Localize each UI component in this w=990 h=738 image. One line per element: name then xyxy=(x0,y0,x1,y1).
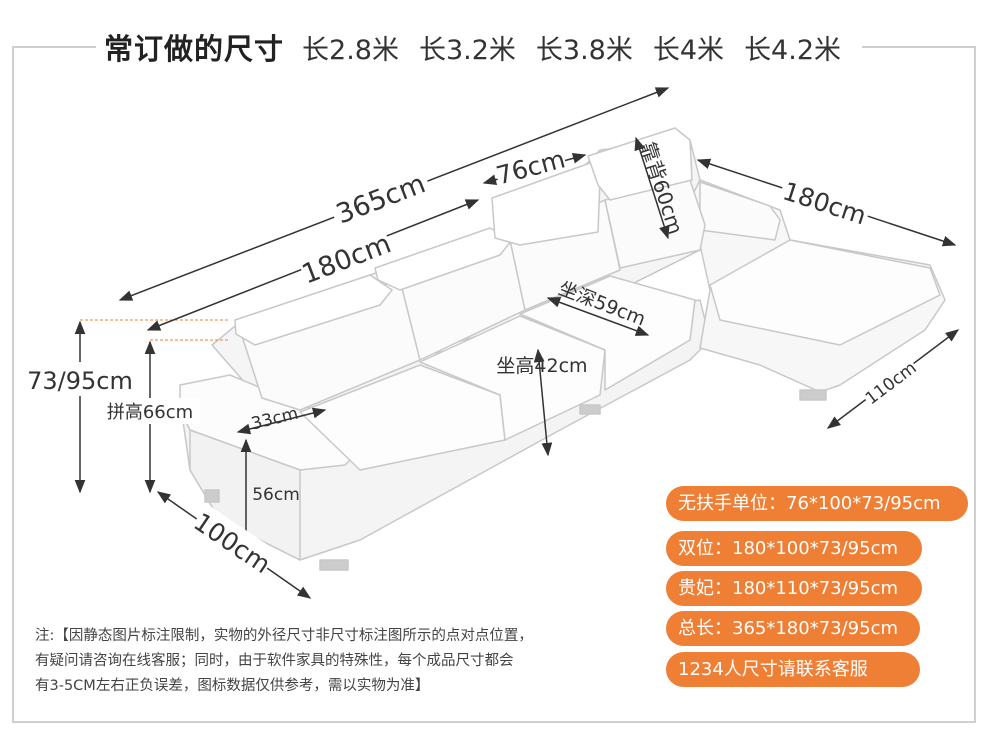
spec-contact-service: 1234人尺寸请联系客服 xyxy=(666,652,920,687)
outer-frame xyxy=(12,47,976,723)
header-title: 常订做的尺寸 xyxy=(104,32,285,66)
dim-line-backrest-height xyxy=(634,136,670,240)
size-option-4-2m: 长4.2米 xyxy=(744,34,842,66)
label-seat-height: 坐高42cm xyxy=(496,355,587,377)
frame-top-right xyxy=(862,46,976,48)
note-line-1: 注:【因静态图片标注限制，实物的外径尺寸非尺寸标注图所示的点对点位置， xyxy=(35,628,533,644)
spec-two-seat: 双位：180*100*73/95cm xyxy=(666,531,922,566)
note-line-3: 有3-5CM左右正负误差，图标数据仅供参考，需以实物为准】 xyxy=(35,678,430,694)
height-guides xyxy=(80,319,228,341)
dim-line-armrest-width xyxy=(236,407,327,435)
label-chaise-length: 180cm xyxy=(779,176,870,230)
chaise-armrest xyxy=(699,181,781,241)
size-header: 常订做的尺寸 长2.8米 长3.2米 长3.8米 长4米 长4.2米 xyxy=(104,24,861,70)
spec-chaise: 贵妃：180*110*73/95cm xyxy=(666,571,922,606)
size-option-2-8m: 长2.8米 xyxy=(302,34,399,66)
label-armrest-height: 56cm xyxy=(252,485,300,505)
foot-mid xyxy=(579,404,601,415)
frame-top-left xyxy=(12,46,96,48)
size-option-3-2m: 长3.2米 xyxy=(418,34,516,66)
label-joined-height: 拼高66cm xyxy=(107,402,193,423)
label-total-length: 365cm xyxy=(332,168,430,230)
foot-right xyxy=(799,389,827,401)
label-overall-height: 73/95cm xyxy=(27,367,133,395)
seat-cushion-2 xyxy=(419,315,606,441)
foot-front xyxy=(319,559,349,571)
spec-armless-unit: 无扶手单位：76*100*73/95cm xyxy=(666,486,968,521)
dim-line-seat-depth xyxy=(546,297,650,336)
size-option-4m: 长4米 xyxy=(652,34,725,66)
dim-line-seat-height xyxy=(533,348,553,457)
foot-left xyxy=(204,489,220,503)
disclaimer-note: 注:【因静态图片标注限制，实物的外径尺寸非尺寸标注图所示的点对点位置， 有疑问请… xyxy=(35,624,635,699)
size-option-3-8m: 长3.8米 xyxy=(535,34,633,66)
note-line-2: 有疑问请咨询在线客服；同时，由于软件家具的特殊性，每个成品尺寸都会 xyxy=(35,653,514,669)
dimension-lines xyxy=(74,87,960,599)
spec-total-length: 总长：365*180*73/95cm xyxy=(666,611,920,646)
